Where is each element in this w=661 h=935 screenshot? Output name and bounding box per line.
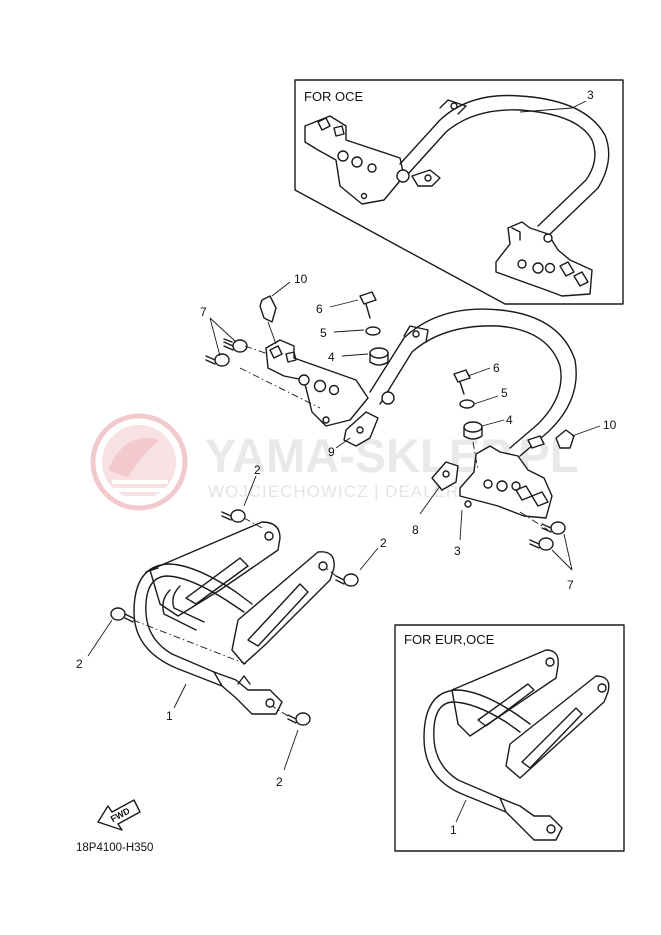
bolt-7-right-upper — [541, 521, 566, 535]
callout-5-right: 5 — [501, 386, 508, 400]
collar-5-right — [459, 399, 475, 409]
bolt-7-left-lower — [205, 353, 230, 367]
collar-5-left — [365, 326, 381, 336]
bolt-2-left — [110, 607, 134, 623]
inset-top-carrier-frame — [304, 94, 610, 297]
callout-2-mid: 2 — [380, 536, 387, 550]
watermark-subtitle: WOJCIECHOWICZ | DEALER YAMAHA — [208, 482, 541, 501]
fastener-group-right — [453, 369, 575, 551]
callout-2-left: 2 — [76, 657, 83, 671]
callout-1-inset: 1 — [450, 823, 457, 837]
clip-nut-right — [555, 429, 575, 449]
callout-3-inset-top: 3 — [587, 88, 594, 102]
diagram-code: 18P4100-H350 — [76, 842, 153, 854]
grab-bar-assembly — [133, 521, 335, 715]
callout-4-left: 4 — [328, 350, 335, 364]
callout-6-right: 6 — [493, 361, 500, 375]
watermark-logo — [90, 413, 188, 511]
bolt-6-left — [359, 291, 377, 319]
callout-10-right: 10 — [603, 418, 617, 432]
inset-for-eur-oce: FOR EUR,OCE 1 — [394, 624, 625, 852]
bolt-2-bottom — [287, 712, 311, 726]
callout-4-right: 4 — [506, 413, 513, 427]
callouts-main: 10 6 5 4 7 6 5 4 10 9 8 3 7 2 2 2 2 — [76, 272, 617, 789]
bolt-7-right-lower — [529, 537, 554, 551]
callout-1-main: 1 — [166, 709, 173, 723]
clip-nut-left — [259, 295, 277, 323]
callout-10-left: 10 — [294, 272, 308, 286]
fwd-arrow-icon: FWD — [97, 799, 141, 831]
callout-9: 9 — [328, 445, 335, 459]
bolt-2-top — [221, 509, 246, 523]
callout-6-left: 6 — [316, 302, 323, 316]
inset-bottom-border — [394, 624, 625, 852]
damper-4-right — [463, 421, 483, 440]
inset-top-border — [294, 79, 624, 305]
inset-top-label: FOR OCE — [304, 89, 364, 104]
callout-3-main: 3 — [454, 544, 461, 558]
inset-bottom-grab-bar — [423, 649, 610, 841]
damper-4-left — [369, 347, 389, 366]
callout-2-top: 2 — [254, 463, 261, 477]
fastener-group-upper-left — [205, 291, 389, 409]
inset-for-oce: FOR OCE 3 — [294, 79, 624, 305]
rear-carrier-frame — [265, 308, 577, 519]
callout-7-right: 7 — [567, 578, 574, 592]
callout-5-left: 5 — [320, 326, 327, 340]
callout-8: 8 — [412, 523, 419, 537]
callout-7-left: 7 — [200, 305, 207, 319]
bolt-2-mid — [335, 573, 359, 587]
callout-2-bottom: 2 — [276, 775, 283, 789]
inset-bottom-label: FOR EUR,OCE — [404, 632, 495, 647]
bolt-7-left-upper — [223, 338, 248, 353]
bolt-6-right — [453, 369, 471, 395]
